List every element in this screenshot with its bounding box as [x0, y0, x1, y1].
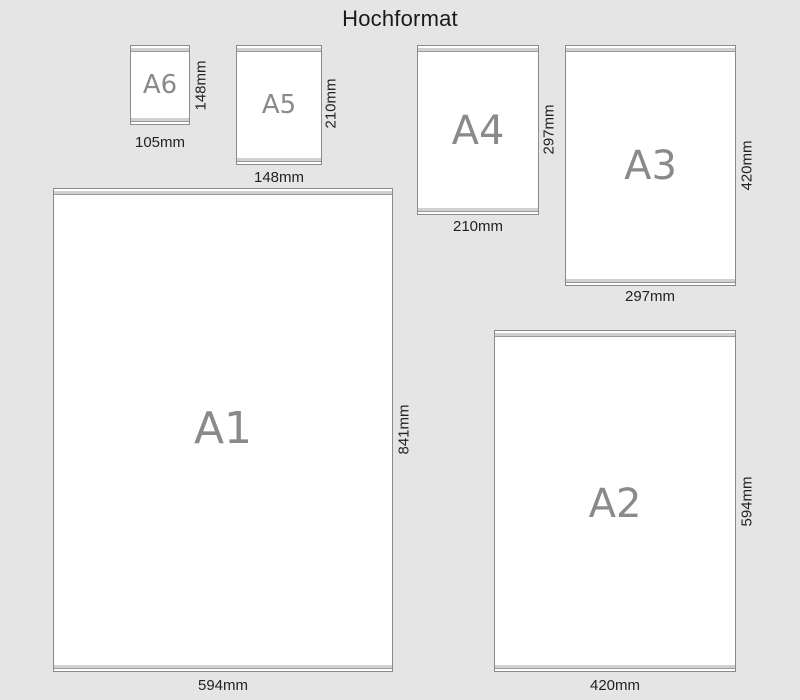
a5-width-label: 148mm [253, 169, 305, 186]
a6-width-label: 105mm [134, 134, 186, 151]
rail-bottom [237, 158, 321, 162]
sheet-a2: A2 [494, 330, 736, 672]
sheet-a4-label: A4 [451, 108, 505, 154]
a1-height-label: 841mm [395, 404, 413, 455]
sheet-a3-label: A3 [624, 143, 677, 189]
rail-bottom [495, 665, 735, 669]
rail-top [131, 48, 189, 52]
page-title: Hochformat [342, 6, 458, 31]
a4-height-label: 297mm [540, 104, 558, 155]
a6-height-label: 148mm [192, 60, 210, 111]
rail-bottom [566, 279, 735, 283]
sheet-a1: A1 [53, 188, 393, 672]
a3-width-label: 297mm [624, 288, 676, 305]
a1-width-label: 594mm [197, 677, 249, 694]
rail-top [418, 48, 538, 52]
a2-height-label: 594mm [738, 476, 756, 527]
a2-width-label: 420mm [589, 677, 641, 694]
rail-top [237, 48, 321, 52]
a5-height-label: 210mm [322, 78, 340, 129]
sheet-a3: A3 [565, 45, 736, 286]
sheet-a6-label: A6 [142, 70, 178, 100]
sheet-a6: A6 [130, 45, 190, 125]
sheet-a1-label: A1 [193, 403, 253, 454]
rail-top [495, 333, 735, 337]
sheet-a5: A5 [236, 45, 322, 165]
sheet-a2-label: A2 [588, 481, 642, 527]
sheet-a5-label: A5 [261, 90, 297, 120]
a3-height-label: 420mm [738, 140, 756, 191]
rail-bottom [54, 665, 392, 669]
rail-bottom [131, 118, 189, 122]
rail-top [566, 48, 735, 52]
a4-width-label: 210mm [452, 218, 504, 235]
rail-top [54, 191, 392, 195]
sheet-a4: A4 [417, 45, 539, 215]
rail-bottom [418, 208, 538, 212]
